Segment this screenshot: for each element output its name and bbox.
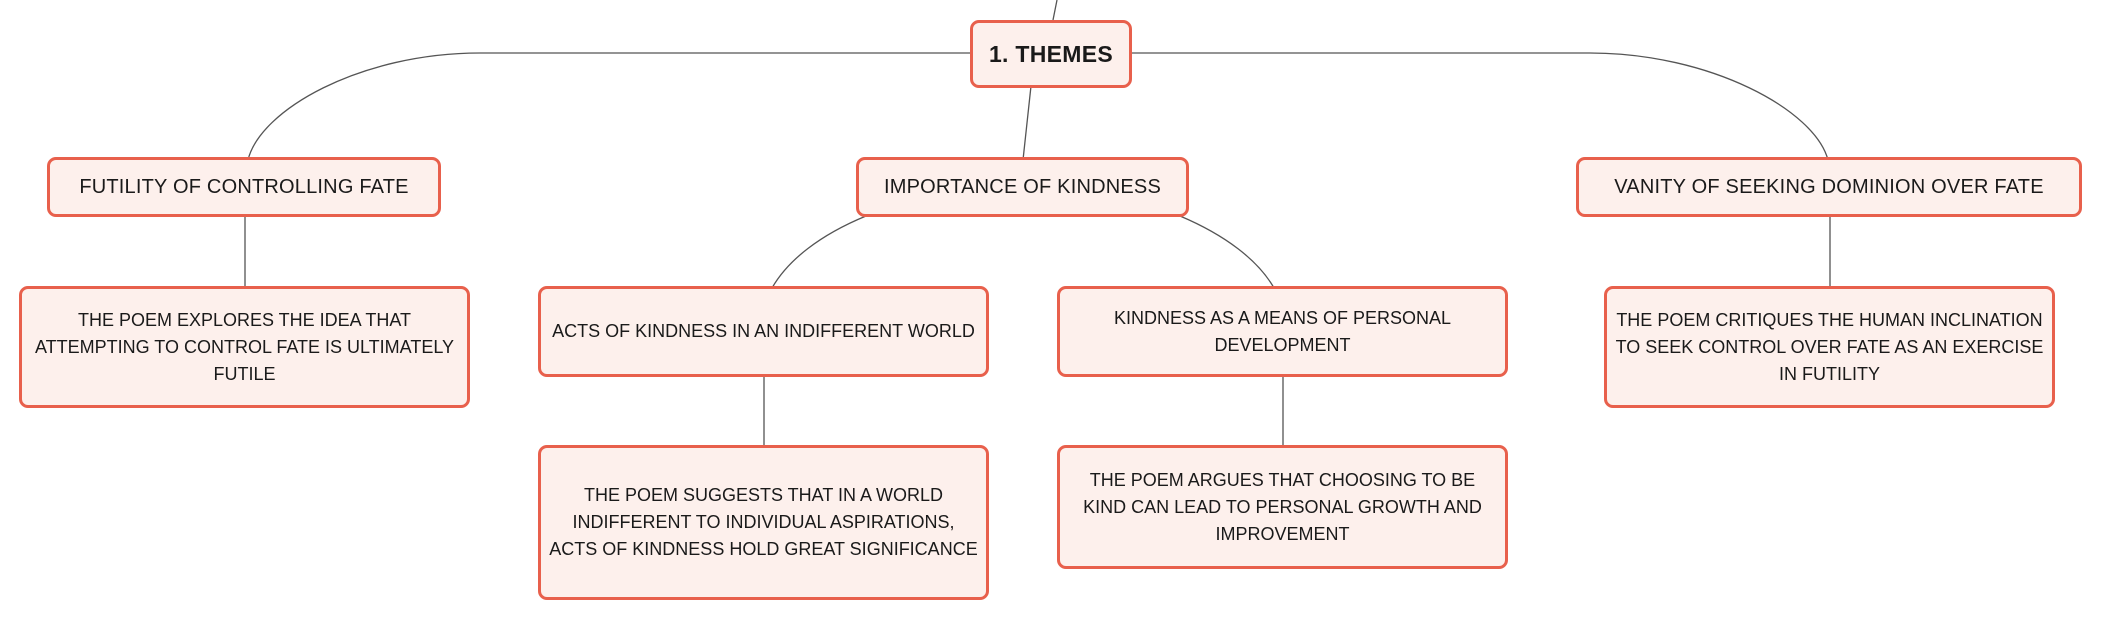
theme-node-label: VANITY OF SEEKING DOMINION OVER FATE bbox=[1614, 175, 2044, 198]
connector-kindness-to-acts bbox=[771, 215, 867, 289]
connector-kindness-to-development bbox=[1179, 215, 1275, 289]
theme-node-vanity-of-seeking-dominion[interactable]: VANITY OF SEEKING DOMINION OVER FATE bbox=[1576, 157, 2082, 217]
subtheme-node-kindness-personal-development[interactable]: KINDNESS AS A MEANS OF PERSONAL DEVELOPM… bbox=[1057, 286, 1508, 377]
theme-node-label: IMPORTANCE OF KINDNESS bbox=[883, 175, 1162, 198]
detail-node-text: THE POEM CRITIQUES THE HUMAN INCLINATION… bbox=[1615, 309, 2044, 384]
connector-root-to-kindness bbox=[1022, 85, 1032, 161]
theme-node-importance-of-kindness[interactable]: IMPORTANCE OF KINDNESS bbox=[856, 157, 1189, 217]
detail-node-text: THE POEM SUGGESTS THAT IN A WORLD INDIFF… bbox=[549, 485, 978, 559]
connector-root-to-vanity bbox=[1130, 52, 1829, 161]
root-node-themes[interactable]: 1. THEMES bbox=[970, 20, 1132, 88]
detail-node-vanity[interactable]: THE POEM CRITIQUES THE HUMAN INCLINATION… bbox=[1604, 286, 2055, 408]
detail-node-futility[interactable]: THE POEM EXPLORES THE IDEA THAT ATTEMPTI… bbox=[19, 286, 470, 408]
detail-node-personal-development[interactable]: THE POEM ARGUES THAT CHOOSING TO BE KIND… bbox=[1057, 445, 1508, 569]
subtheme-node-label: ACTS OF KINDNESS IN AN INDIFFERENT WORLD bbox=[552, 321, 975, 341]
root-node-label: 1. THEMES bbox=[988, 40, 1114, 67]
detail-node-text: THE POEM ARGUES THAT CHOOSING TO BE KIND… bbox=[1083, 469, 1482, 544]
detail-node-acts-of-kindness[interactable]: THE POEM SUGGESTS THAT IN A WORLD INDIFF… bbox=[538, 445, 989, 600]
detail-node-text: THE POEM EXPLORES THE IDEA THAT ATTEMPTI… bbox=[34, 309, 455, 384]
connector-parent-in bbox=[1052, 0, 1058, 21]
connector-root-to-futility bbox=[247, 52, 970, 161]
subtheme-node-label: KINDNESS AS A MEANS OF PERSONAL DEVELOPM… bbox=[1113, 307, 1452, 355]
theme-node-label: FUTILITY OF CONTROLLING FATE bbox=[79, 175, 409, 198]
subtheme-node-acts-of-kindness[interactable]: ACTS OF KINDNESS IN AN INDIFFERENT WORLD bbox=[538, 286, 989, 377]
theme-node-futility-of-controlling-fate[interactable]: FUTILITY OF CONTROLLING FATE bbox=[47, 157, 441, 217]
